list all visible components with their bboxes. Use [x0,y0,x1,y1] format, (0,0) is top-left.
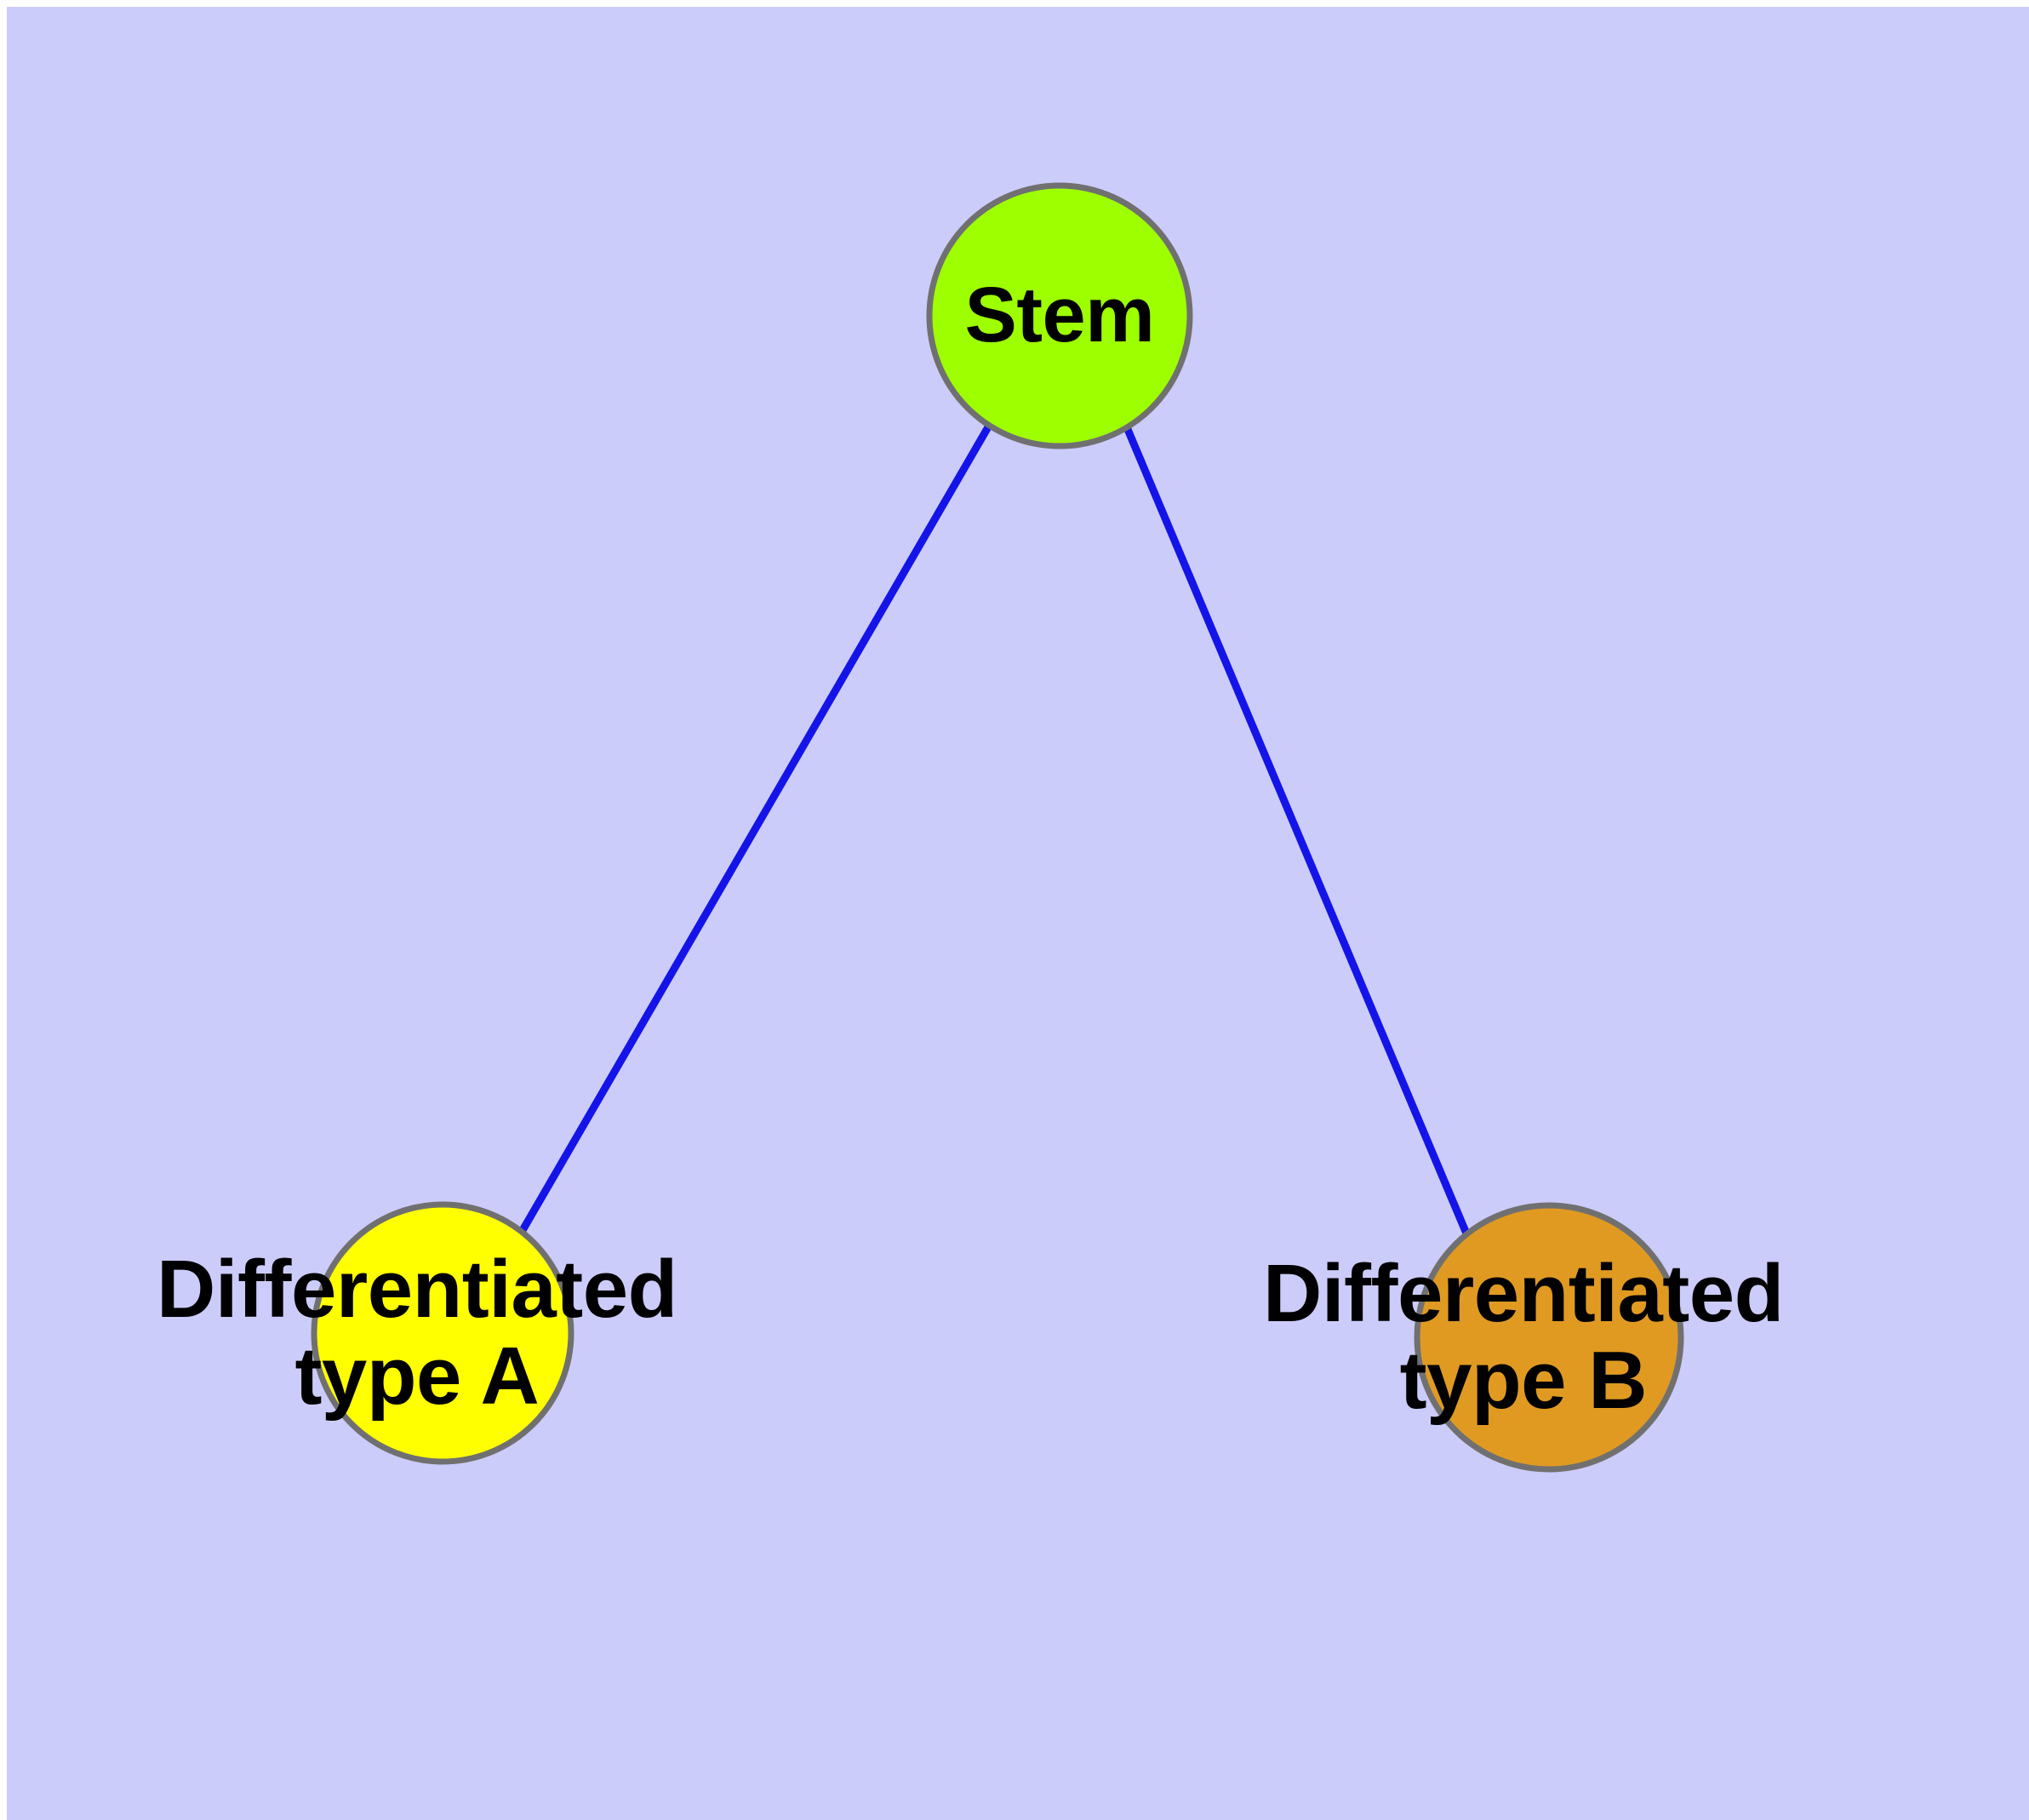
edge-stem-to-diff-a[interactable] [518,423,992,1234]
node-differentiated-type-b[interactable] [1414,1202,1684,1473]
node-differentiated-type-a[interactable] [311,1201,574,1465]
edge-layer [518,423,1471,1235]
node-layer [311,182,1684,1473]
edge-stem-to-diff-b[interactable] [1123,426,1471,1235]
node-stem[interactable] [926,182,1193,449]
